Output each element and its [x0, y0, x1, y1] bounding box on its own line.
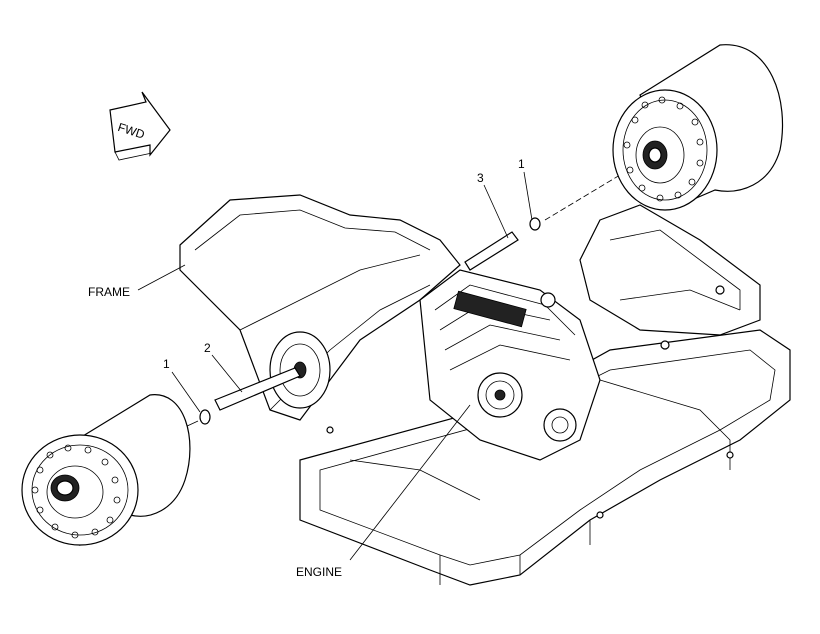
callout-1-right: 1	[518, 157, 525, 171]
callout-1-left: 1	[163, 357, 170, 371]
fwd-arrow: FWD	[109, 91, 171, 161]
callout-3: 3	[477, 171, 484, 185]
engine-assembly	[419, 269, 601, 461]
callout-2: 2	[204, 341, 211, 355]
right-wheel	[612, 44, 784, 211]
right-shaft	[464, 174, 621, 271]
frame-label: FRAME	[88, 285, 130, 299]
left-wheel	[21, 394, 191, 546]
engine-label: ENGINE	[296, 565, 342, 579]
leader-lines	[137, 171, 533, 561]
left-hub	[269, 331, 331, 409]
